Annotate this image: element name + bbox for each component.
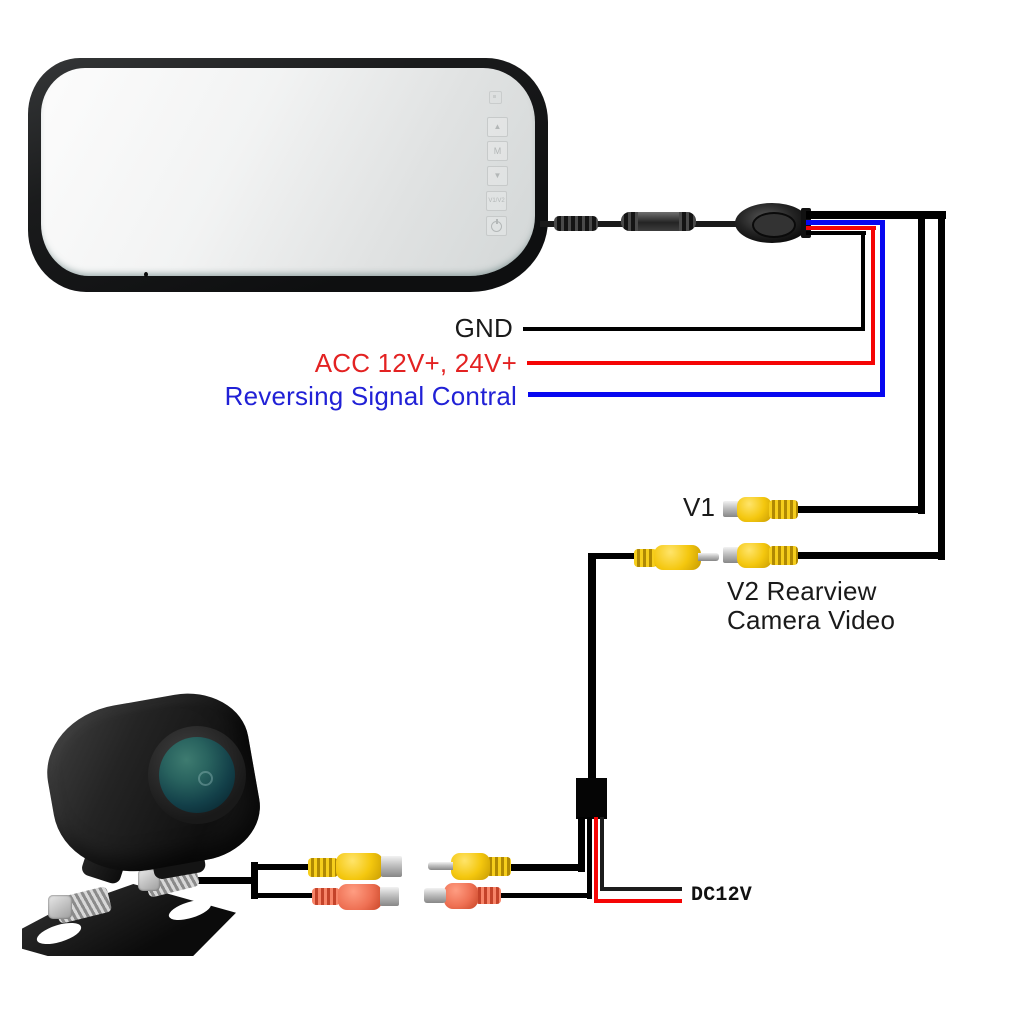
v2-camera-video-label: V2 Rearview Camera Video [727, 577, 895, 635]
v1-rca-ribs [769, 500, 798, 519]
camera-power-female-orange [338, 884, 382, 910]
camera-power-female-wire [254, 893, 314, 898]
wire-dc-negative-vertical [600, 817, 604, 891]
junction-box [576, 778, 607, 819]
camera-rca-female-ribs [308, 858, 338, 877]
v1-rca-socket [723, 501, 740, 517]
wire-dc-negative-lead [600, 887, 682, 891]
power-icon [491, 220, 502, 232]
menu-button-label: M [493, 145, 502, 156]
v2-wire-horizontal [797, 552, 945, 559]
down-arrow-icon: ▼ [493, 171, 502, 180]
rearview-mirror-monitor [28, 58, 548, 292]
touch-button-menu: M [487, 141, 508, 161]
acc-label: ACC 12V+, 24V+ [314, 348, 517, 378]
v1-wire-horizontal [797, 506, 925, 513]
gnd-label: GND [454, 313, 513, 343]
harness-rca-male-yellow [451, 853, 490, 880]
touch-button-power [486, 216, 507, 236]
video-wire-top [806, 211, 946, 219]
v2-rca-socket [723, 547, 740, 563]
harness-power-male-wire [498, 893, 591, 898]
barrel-rib-right [679, 212, 696, 231]
camera-extension-cable [588, 556, 596, 780]
harness-rca-male-ribs [486, 857, 511, 876]
touch-button-up: ▲ [487, 117, 508, 137]
wire-gnd-lead [523, 327, 865, 331]
wire-reversing-exit [806, 220, 885, 225]
harness-power-male-orange [444, 883, 478, 909]
touch-button-source: V1/V2 [486, 191, 507, 211]
wire-acc-lead [527, 361, 875, 365]
bracket-screw-head [48, 895, 72, 919]
power-out-wire-vertical [587, 817, 592, 899]
harness-video-male-wire [508, 864, 584, 870]
v1-rca-female-yellow [737, 497, 772, 522]
v1-wire-vertical [918, 214, 925, 514]
source-button-label: V1/V2 [488, 198, 505, 204]
v2-male-ribs [634, 549, 657, 567]
reversing-signal-label: Reversing Signal Contral [224, 381, 517, 411]
camera-pigtail-wire [196, 877, 258, 884]
v2-rca-female-yellow [737, 543, 772, 568]
v1-label: V1 [683, 492, 716, 522]
v2-label-line2: Camera Video [727, 605, 896, 635]
v2-rca-male-yellow [654, 545, 701, 570]
wire-dc-positive-vertical [594, 817, 598, 903]
wire-acc-exit [806, 226, 876, 230]
camera-rca-female-yellow [336, 853, 383, 880]
camera-power-female-socket [380, 887, 399, 906]
harness-rca-male-pin [428, 862, 453, 870]
sensor-icon [489, 91, 502, 104]
harness-power-male-ribs [475, 887, 501, 904]
wire-gnd-exit [806, 231, 866, 235]
wire-acc-vertical [871, 226, 875, 365]
cable-junction-detail [752, 212, 796, 238]
touch-button-down: ▼ [487, 166, 508, 186]
camera-lens-highlight [198, 771, 213, 786]
camera-video-female-wire [254, 864, 310, 870]
camera-lens [159, 737, 235, 813]
camera-power-female-ribs [312, 888, 340, 905]
v2-rca-ribs [769, 546, 798, 565]
mirror-glass [41, 68, 535, 276]
camera-wire-splitter [251, 862, 258, 899]
mic-hole [144, 272, 148, 277]
harness-power-male-tip [424, 888, 446, 903]
cable-strain-relief [554, 216, 598, 231]
barrel-rib-left [621, 212, 638, 231]
v2-rca-pin [698, 553, 719, 561]
wire-reversing-lead [528, 392, 885, 397]
cable-barrel-connector [621, 212, 696, 231]
wire-dc-positive-lead [594, 899, 682, 903]
wire-reversing-vertical [880, 220, 885, 397]
v2-label-line1: V2 Rearview [727, 576, 877, 606]
dc12v-label: DC12V [691, 884, 753, 907]
up-arrow-icon: ▲ [493, 122, 502, 131]
camera-rca-female-socket [381, 856, 402, 877]
v2-wire-vertical [938, 214, 945, 560]
video-out-wire-vertical [578, 817, 585, 872]
v2-male-wire [588, 553, 640, 559]
wire-gnd-vertical [861, 231, 865, 331]
